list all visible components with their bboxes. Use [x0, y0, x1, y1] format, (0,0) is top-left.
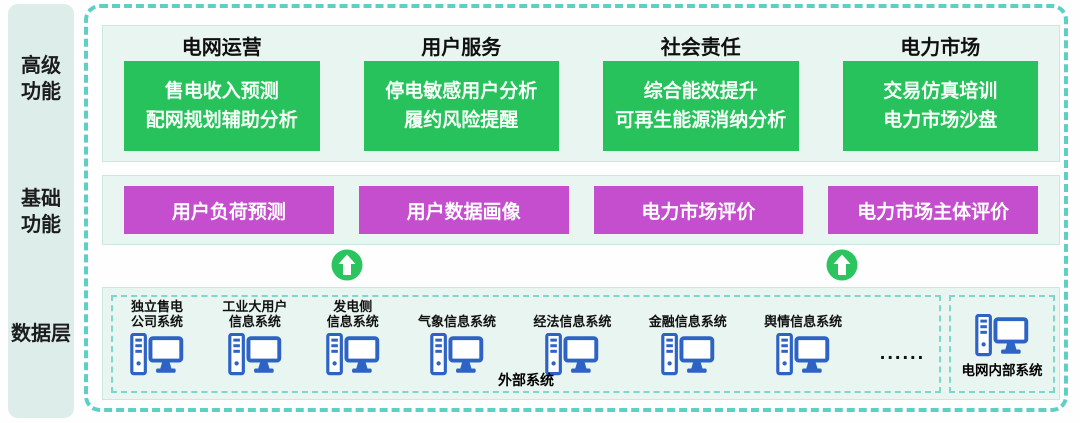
diagram-frame	[84, 4, 1068, 412]
category-header: 电网运营	[181, 34, 262, 59]
system-label: 工业大用户 信息系统	[222, 300, 288, 331]
system-label: 金融信息系统	[648, 315, 727, 331]
basic-function-box: 电力市场主体评价	[828, 186, 1038, 234]
system-label: 舆情信息系统	[764, 315, 843, 331]
computer-icon	[974, 314, 1030, 357]
category-header: 用户服务	[421, 34, 502, 59]
basic-function-box: 电力市场评价	[593, 186, 804, 234]
up-arrow-icon	[826, 249, 858, 281]
advanced-column-grid-operation: 电网运营 售电收入预测 配网规划辅助分析	[124, 26, 320, 161]
basic-functions-band: 用户负荷预测 用户数据画像 电力市场评价 电力市场主体评价	[102, 175, 1060, 245]
system-label: 气象信息系统	[418, 315, 497, 331]
advanced-column-power-market: 电力市场 交易仿真培训 电力市场沙盘	[842, 26, 1038, 161]
system-label: 发电侧 信息系统	[326, 300, 379, 331]
advanced-column-user-service: 用户服务 停电敏感用户分析 履约风险提醒	[363, 26, 559, 161]
system-label: 独立售电 公司系统	[130, 300, 183, 331]
system-item: 舆情信息系统	[764, 300, 842, 376]
system-label: 经法信息系统	[533, 315, 612, 331]
advanced-function-box: 停电敏感用户分析 履约风险提醒	[363, 61, 559, 151]
system-item: 发电侧 信息系统	[325, 300, 381, 376]
advanced-function-box: 交易仿真培训 电力市场沙盘	[842, 61, 1038, 151]
advanced-function-box: 售电收入预测 配网规划辅助分析	[124, 61, 320, 151]
layer-labels-sidebar: 高级 功能 基础 功能 数据层	[8, 4, 74, 418]
system-item: 经法信息系统	[533, 300, 611, 376]
label-basic-functions: 基础 功能	[21, 186, 61, 236]
data-layer-band: 独立售电 公司系统 工业大用户 信息系统 发电侧 信息系统 气象信息系统 经法信…	[102, 287, 1060, 400]
label-advanced-functions: 高级 功能	[21, 53, 61, 103]
system-item: 独立售电 公司系统	[129, 300, 185, 376]
system-item: 气象信息系统	[418, 300, 496, 376]
advanced-function-box: 综合能效提升 可再生能源消纳分析	[603, 61, 799, 151]
category-header: 电力市场	[900, 34, 981, 59]
internal-system-label: 电网内部系统	[961, 362, 1043, 379]
ellipsis: ......	[879, 344, 925, 363]
system-item: 工业大用户 信息系统	[222, 300, 287, 376]
basic-function-box: 用户数据画像	[358, 186, 569, 234]
label-data-layer: 数据层	[11, 321, 71, 345]
internal-system-group: 电网内部系统	[949, 295, 1055, 393]
advanced-column-social-responsibility: 社会责任 综合能效提升 可再生能源消纳分析	[603, 26, 799, 161]
basic-function-box: 用户负荷预测	[124, 186, 334, 234]
system-item: 金融信息系统	[649, 300, 727, 376]
category-header: 社会责任	[660, 34, 741, 59]
external-systems-group: 独立售电 公司系统 工业大用户 信息系统 发电侧 信息系统 气象信息系统 经法信…	[111, 295, 941, 393]
up-arrow-icon	[331, 249, 363, 281]
advanced-functions-band: 电网运营 售电收入预测 配网规划辅助分析 用户服务 停电敏感用户分析 履约风险提…	[102, 25, 1060, 162]
external-systems-label: 外部系统	[498, 373, 554, 389]
